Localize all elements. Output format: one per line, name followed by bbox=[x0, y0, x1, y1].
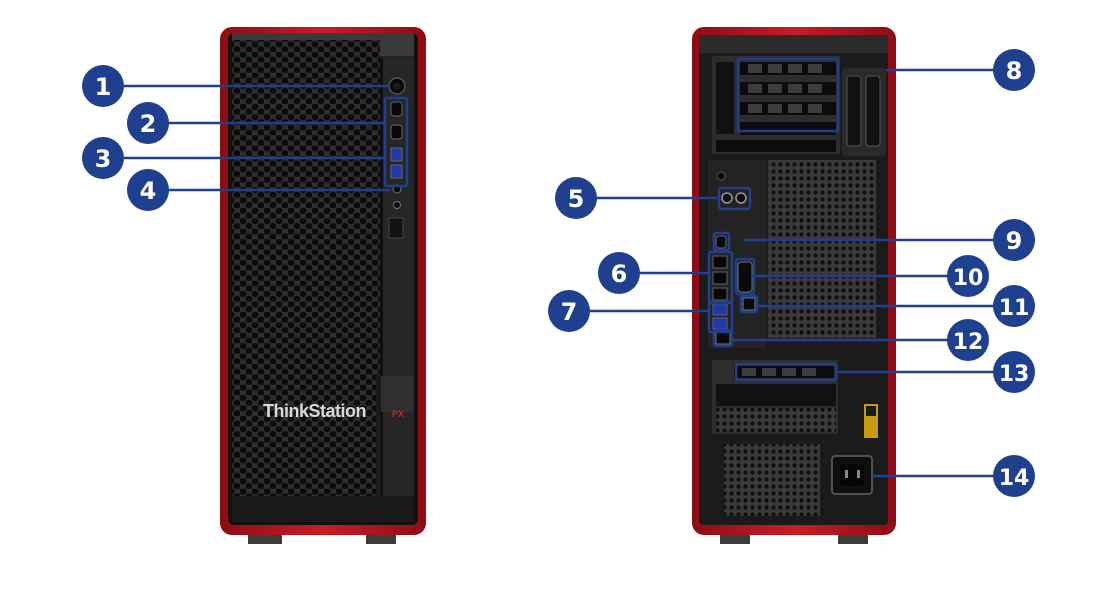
svg-text:5: 5 bbox=[568, 185, 585, 213]
svg-text:7: 7 bbox=[561, 298, 578, 326]
callout-badge-12: 12 bbox=[947, 319, 989, 361]
callout-badges: 1 2 3 4 5 6 7 8 9 10 11 12 13 14 bbox=[82, 49, 1035, 497]
rear-ethernet-port-2 bbox=[715, 331, 731, 345]
rear-audio-jack-1 bbox=[721, 192, 733, 204]
rear-usb-a-port-1 bbox=[712, 255, 728, 269]
svg-text:8: 8 bbox=[1006, 57, 1023, 85]
front-usb-a-port-2 bbox=[390, 164, 403, 179]
rear-usb-a-port-2 bbox=[712, 271, 728, 285]
callout-badge-9: 9 bbox=[993, 219, 1035, 261]
callout-badge-1: 1 bbox=[82, 65, 124, 107]
rear-io-panel bbox=[708, 160, 766, 348]
callout-badge-13: 13 bbox=[993, 351, 1035, 393]
callout-badge-14: 14 bbox=[993, 455, 1035, 497]
callout-badge-3: 3 bbox=[82, 137, 124, 179]
callout-badge-4: 4 bbox=[127, 169, 169, 211]
svg-text:12: 12 bbox=[953, 330, 984, 355]
svg-text:2: 2 bbox=[140, 110, 157, 138]
callout-lines bbox=[120, 57, 1000, 478]
rear-usb-a-blue-port-1 bbox=[712, 303, 728, 316]
callout-badge-2: 2 bbox=[127, 102, 169, 144]
front-hex-mesh bbox=[232, 40, 380, 522]
callout-badge-5: 5 bbox=[555, 177, 597, 219]
callout-badge-11: 11 bbox=[993, 285, 1035, 327]
svg-text:9: 9 bbox=[1006, 227, 1023, 255]
rear-audio-jack-2 bbox=[735, 192, 747, 204]
rear-serial-port bbox=[737, 261, 753, 293]
svg-text:10: 10 bbox=[953, 266, 984, 291]
svg-text:13: 13 bbox=[999, 362, 1030, 387]
rear-usb-a-port-3 bbox=[712, 287, 728, 301]
svg-text:11: 11 bbox=[999, 296, 1030, 321]
rear-usb-c-port bbox=[715, 235, 727, 249]
svg-text:4: 4 bbox=[140, 177, 157, 205]
callout-badge-7: 7 bbox=[548, 290, 590, 332]
svg-text:3: 3 bbox=[95, 145, 112, 173]
front-usb-c-port-2 bbox=[390, 124, 403, 140]
front-brand-logo: ThinkStation bbox=[263, 401, 366, 421]
rear-view bbox=[692, 27, 896, 544]
rear-usb-a-blue-port-2 bbox=[712, 317, 728, 330]
callout-badge-8: 8 bbox=[993, 49, 1035, 91]
svg-text:6: 6 bbox=[611, 260, 628, 288]
rear-fan-vent bbox=[768, 160, 876, 338]
callout-badge-10: 10 bbox=[947, 255, 989, 297]
svg-text:14: 14 bbox=[999, 466, 1030, 491]
rear-ethernet-port-1 bbox=[742, 297, 756, 311]
front-view: PX ThinkStation bbox=[220, 27, 426, 544]
callout-badge-6: 6 bbox=[598, 252, 640, 294]
front-usb-c-port-1 bbox=[390, 101, 403, 117]
svg-text:1: 1 bbox=[95, 73, 112, 101]
front-usb-a-port-1 bbox=[390, 147, 403, 162]
rear-psu-vent bbox=[724, 444, 820, 516]
front-brand-mark: PX bbox=[392, 409, 404, 419]
